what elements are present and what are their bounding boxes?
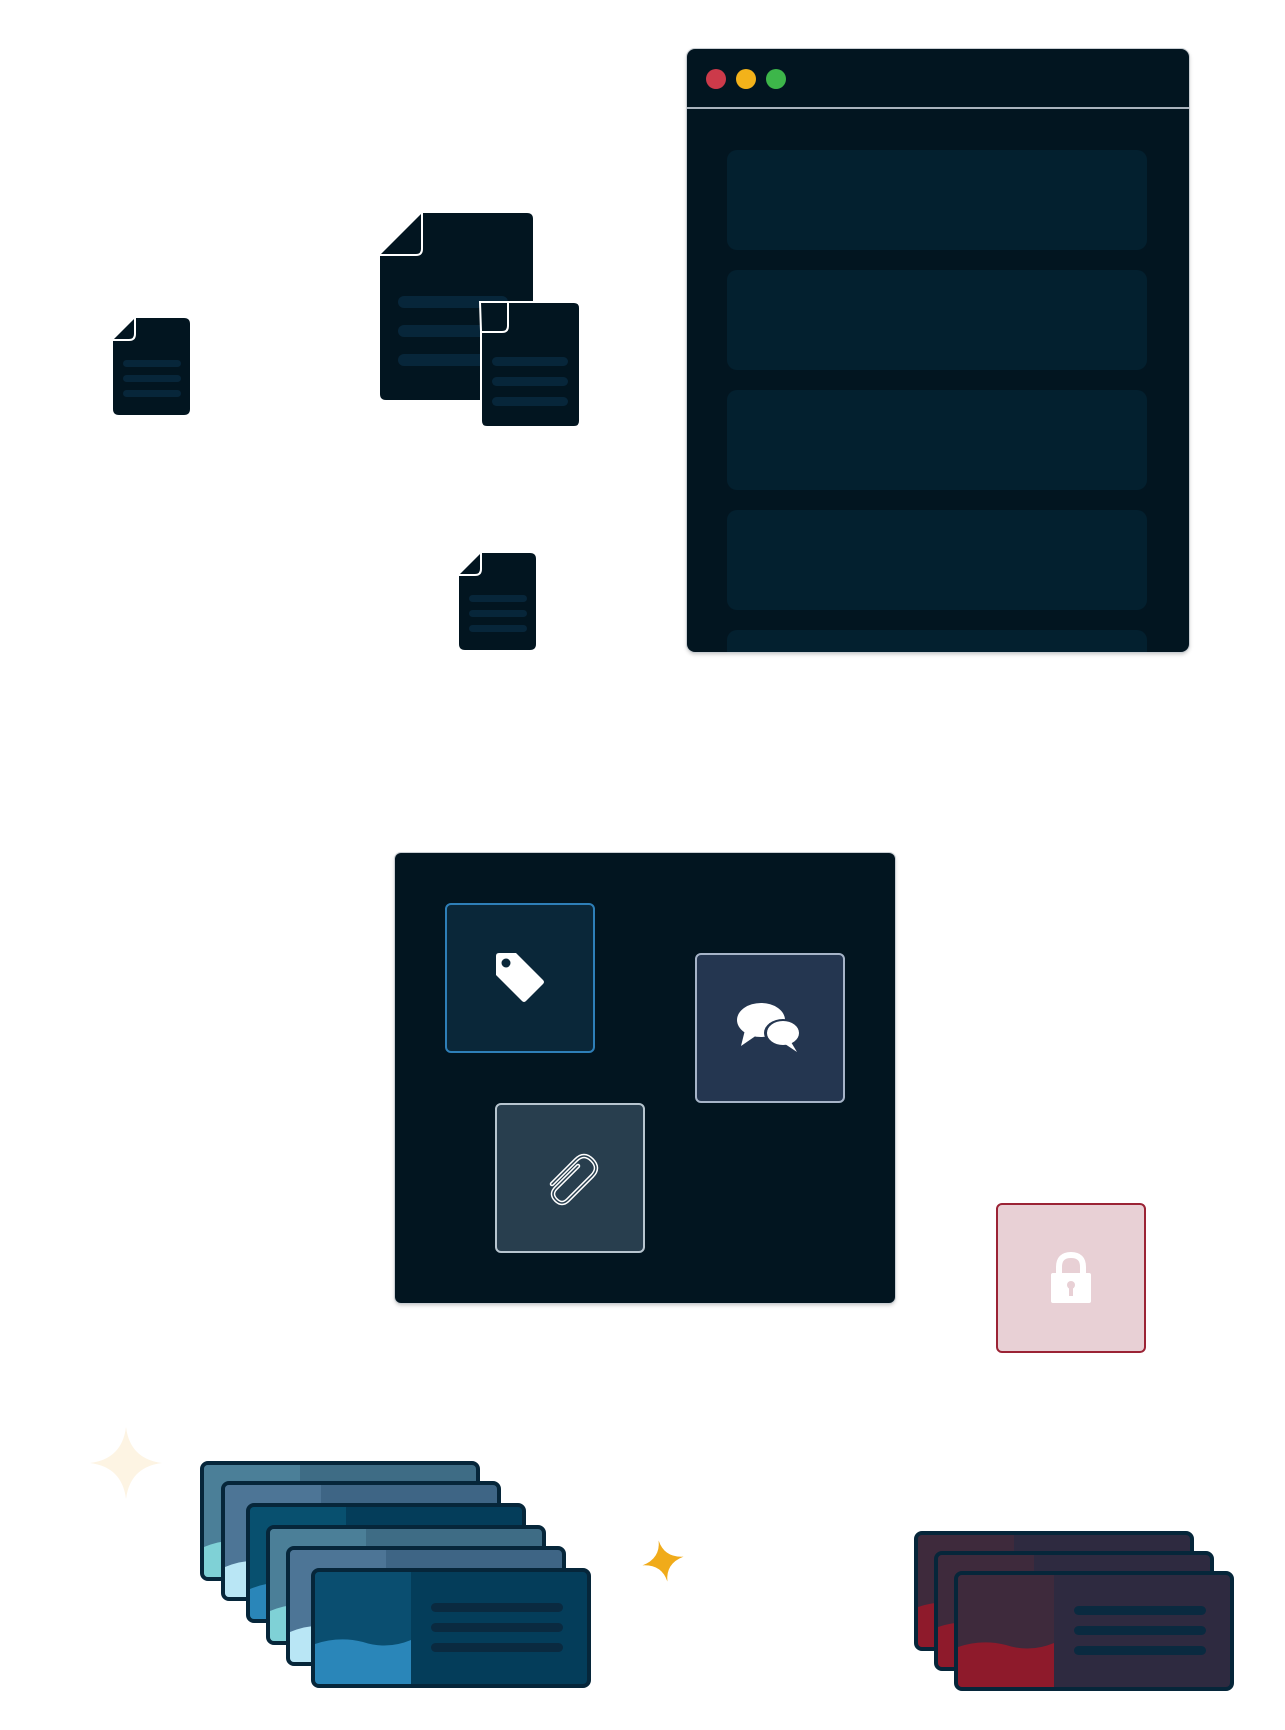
stacked-documents-icon — [380, 213, 581, 428]
card-text-line — [1074, 1606, 1206, 1615]
card-text-line — [431, 1643, 563, 1652]
lock-icon — [1051, 1251, 1091, 1303]
content-row[interactable] — [727, 510, 1147, 610]
lock-tile[interactable] — [996, 1203, 1146, 1353]
tag-icon — [496, 953, 544, 1002]
maximize-button[interactable] — [766, 69, 786, 89]
tag-tile[interactable] — [445, 903, 595, 1053]
card-text-line — [1074, 1646, 1206, 1655]
minimize-button[interactable] — [736, 69, 756, 89]
attachment-tile[interactable] — [495, 1103, 645, 1253]
card-text-line — [1074, 1626, 1206, 1635]
card-text-line — [431, 1603, 563, 1612]
chat-tile[interactable] — [695, 953, 845, 1103]
close-button[interactable] — [706, 69, 726, 89]
card[interactable] — [311, 1568, 591, 1688]
feature-board — [395, 853, 895, 1303]
content-row[interactable] — [727, 270, 1147, 370]
card-text-line — [431, 1623, 563, 1632]
content-row[interactable] — [727, 150, 1147, 250]
document-icon — [459, 553, 536, 650]
chat-bubbles-icon — [737, 1003, 802, 1052]
content-row[interactable] — [727, 390, 1147, 490]
sparkle-icon — [642, 1540, 684, 1582]
window-titlebar — [687, 49, 1189, 109]
content-row[interactable] — [727, 630, 1147, 652]
window-content — [687, 109, 1189, 652]
paperclip-icon — [549, 1153, 599, 1206]
app-window — [687, 49, 1189, 652]
card[interactable] — [954, 1571, 1234, 1691]
sparkle-icon — [90, 1427, 162, 1499]
document-icon — [113, 318, 190, 415]
